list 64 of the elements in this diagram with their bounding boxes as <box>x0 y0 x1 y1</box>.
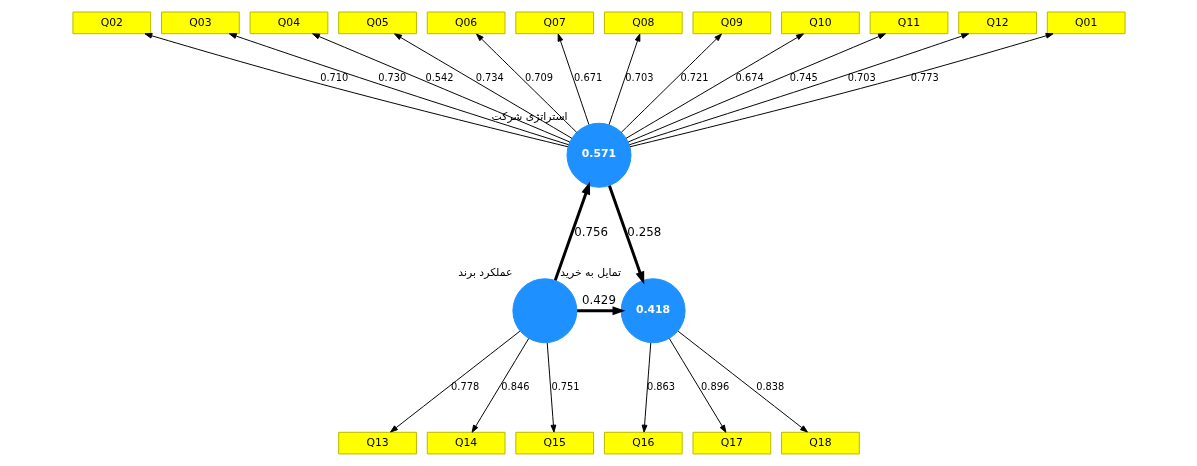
node-label: عملکرد برند <box>457 265 512 279</box>
edge-label: 0.778 <box>450 380 479 392</box>
edge-label: 0.703 <box>847 71 876 83</box>
edge-label: 0.756 <box>573 225 608 240</box>
arrow <box>627 33 886 143</box>
arrow <box>393 33 572 139</box>
edge-label: 0.751 <box>550 380 580 392</box>
arrow <box>311 33 570 143</box>
node-box: Q05 <box>337 11 417 35</box>
edge-label: 0.671 <box>573 71 602 83</box>
edge-label: 0.730 <box>377 71 406 83</box>
node-box: Q09 <box>692 11 771 35</box>
edge-label: 0.721 <box>679 71 709 83</box>
edge-label: 0.838 <box>755 380 784 392</box>
edge-label: 0.429 <box>581 293 616 308</box>
node-box: Q17 <box>692 431 771 455</box>
arrow <box>668 337 726 433</box>
node-circle: 0.418 <box>620 278 686 344</box>
arrow <box>475 33 577 133</box>
edge-label: 0.542 <box>424 71 454 83</box>
edge-label: 0.896 <box>700 380 729 392</box>
node-circle <box>511 278 577 344</box>
node-box: Q16 <box>603 431 683 455</box>
arrow <box>471 337 529 433</box>
edge-label: 0.773 <box>910 71 939 83</box>
node-box: Q01 <box>1046 11 1126 35</box>
edge-label: 0.258 <box>626 225 661 240</box>
node-box: Q10 <box>780 11 860 35</box>
arrow <box>628 33 969 146</box>
edge-label: 0.710 <box>319 71 348 83</box>
node-circle: 0.571 <box>566 122 631 188</box>
node-box: Q06 <box>426 11 505 35</box>
edge-label: 0.745 <box>789 71 818 83</box>
arrow <box>677 330 808 433</box>
arrow <box>641 342 651 433</box>
node-box: Q08 <box>603 11 683 35</box>
node-box: Q02 <box>71 11 151 35</box>
arrow <box>608 33 640 126</box>
arrow <box>576 306 625 316</box>
arrow <box>389 330 520 433</box>
node-box: Q15 <box>514 431 594 455</box>
arrow <box>620 33 722 133</box>
edge-label: 0.703 <box>624 71 653 83</box>
node-box: Q12 <box>957 11 1037 35</box>
node-label: تمایل به خرید <box>559 265 621 279</box>
node-box: Q14 <box>426 431 505 455</box>
node-box: Q11 <box>869 11 948 35</box>
edge-label: 0.734 <box>475 71 504 83</box>
arrow <box>607 185 644 285</box>
edge-label: 0.846 <box>500 380 529 392</box>
node-box: Q04 <box>249 11 328 35</box>
arrow <box>143 32 568 148</box>
arrow <box>625 33 804 139</box>
edge-label: 0.674 <box>735 71 764 83</box>
arrow <box>557 33 589 126</box>
arrow <box>629 32 1054 148</box>
node-box: Q13 <box>337 431 417 455</box>
node-box: Q03 <box>160 11 240 35</box>
node-box: Q07 <box>514 11 594 35</box>
node-box: Q18 <box>780 431 860 455</box>
arrow <box>553 181 590 281</box>
arrow <box>228 33 569 146</box>
arrow <box>546 342 556 433</box>
edge-label: 0.709 <box>524 71 553 83</box>
